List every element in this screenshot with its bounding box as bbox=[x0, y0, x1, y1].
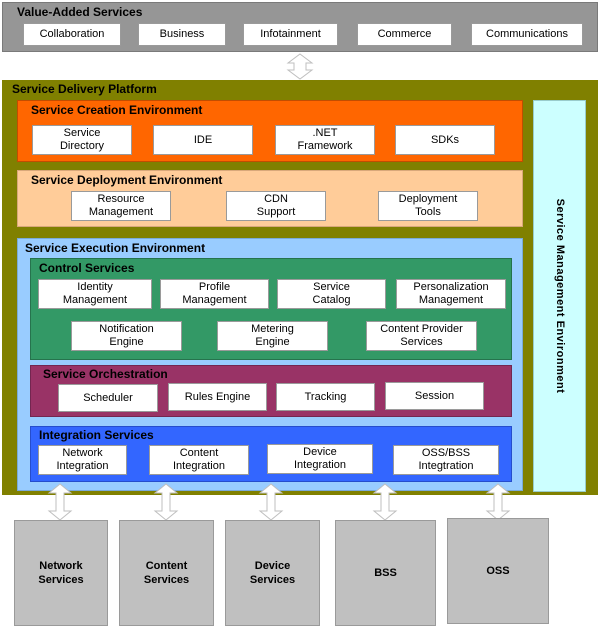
vas-item-business: Business bbox=[138, 23, 226, 46]
sde-item-resource-management: Resource Management bbox=[71, 191, 171, 221]
external-content-services: Content Services bbox=[119, 520, 214, 626]
service-orchestration-panel: Service Orchestration Scheduler Rules En… bbox=[30, 365, 512, 417]
vas-item-collaboration: Collaboration bbox=[23, 23, 121, 46]
is-item-device-integration: Device Integration bbox=[267, 444, 373, 474]
is-item-oss-bss-integration: OSS/BSS Integtration bbox=[393, 445, 499, 475]
sce-item-ide: IDE bbox=[153, 125, 253, 155]
service-delivery-platform-title: Service Delivery Platform bbox=[12, 82, 157, 96]
double-arrow-icon bbox=[286, 53, 314, 80]
vas-item-infotainment: Infotainment bbox=[243, 23, 338, 46]
sde-item-cdn-support: CDN Support bbox=[226, 191, 326, 221]
value-added-services-title: Value-Added Services bbox=[17, 5, 143, 19]
external-network-services: Network Services bbox=[14, 520, 108, 626]
cs-item-notification-engine: Notification Engine bbox=[71, 321, 182, 351]
is-item-network-integration: Network Integration bbox=[38, 445, 127, 475]
so-item-session: Session bbox=[385, 382, 484, 410]
cs-item-identity-management: Identity Management bbox=[38, 279, 152, 309]
double-arrow-icon bbox=[258, 483, 284, 521]
control-services-title: Control Services bbox=[39, 261, 135, 275]
cs-item-content-provider-services: Content Provider Services bbox=[366, 321, 477, 351]
service-management-environment-title: Service Management Environment bbox=[553, 198, 566, 394]
so-item-rules-engine: Rules Engine bbox=[168, 383, 267, 411]
service-creation-environment-panel: Service Creation Environment Service Dir… bbox=[17, 100, 523, 162]
so-item-tracking: Tracking bbox=[276, 383, 375, 411]
sce-item-net-framework: .NET Framework bbox=[275, 125, 375, 155]
sde-item-deployment-tools: Deployment Tools bbox=[378, 191, 478, 221]
cs-item-profile-management: Profile Management bbox=[160, 279, 269, 309]
value-added-services-panel: Value-Added Services Collaboration Busin… bbox=[2, 2, 598, 52]
sce-item-sdks: SDKs bbox=[395, 125, 495, 155]
service-deployment-environment-panel: Service Deployment Environment Resource … bbox=[17, 170, 523, 227]
external-device-services: Device Services bbox=[225, 520, 320, 626]
service-execution-environment-title: Service Execution Environment bbox=[25, 241, 206, 255]
external-oss: OSS bbox=[447, 518, 549, 624]
so-item-scheduler: Scheduler bbox=[58, 384, 158, 412]
cs-item-service-catalog: Service Catalog bbox=[277, 279, 386, 309]
cs-item-metering-engine: Metering Engine bbox=[217, 321, 328, 351]
double-arrow-icon bbox=[47, 483, 73, 521]
service-creation-environment-title: Service Creation Environment bbox=[31, 103, 203, 117]
vas-item-commerce: Commerce bbox=[357, 23, 452, 46]
control-services-panel: Control Services Identity Management Pro… bbox=[30, 258, 512, 360]
vas-item-communications: Communications bbox=[471, 23, 583, 46]
double-arrow-icon bbox=[372, 483, 398, 521]
is-item-content-integration: Content Integration bbox=[149, 445, 249, 475]
double-arrow-icon bbox=[153, 483, 179, 521]
sce-item-service-directory: Service Directory bbox=[32, 125, 132, 155]
service-deployment-environment-title: Service Deployment Environment bbox=[31, 173, 223, 187]
double-arrow-icon bbox=[485, 483, 511, 521]
external-bss: BSS bbox=[335, 520, 436, 626]
service-orchestration-title: Service Orchestration bbox=[43, 367, 168, 381]
service-management-environment-panel: Service Management Environment bbox=[533, 100, 586, 492]
cs-item-personalization-management: Personalization Management bbox=[396, 279, 506, 309]
integration-services-panel: Integration Services Network Integration… bbox=[30, 426, 512, 482]
integration-services-title: Integration Services bbox=[39, 428, 154, 442]
